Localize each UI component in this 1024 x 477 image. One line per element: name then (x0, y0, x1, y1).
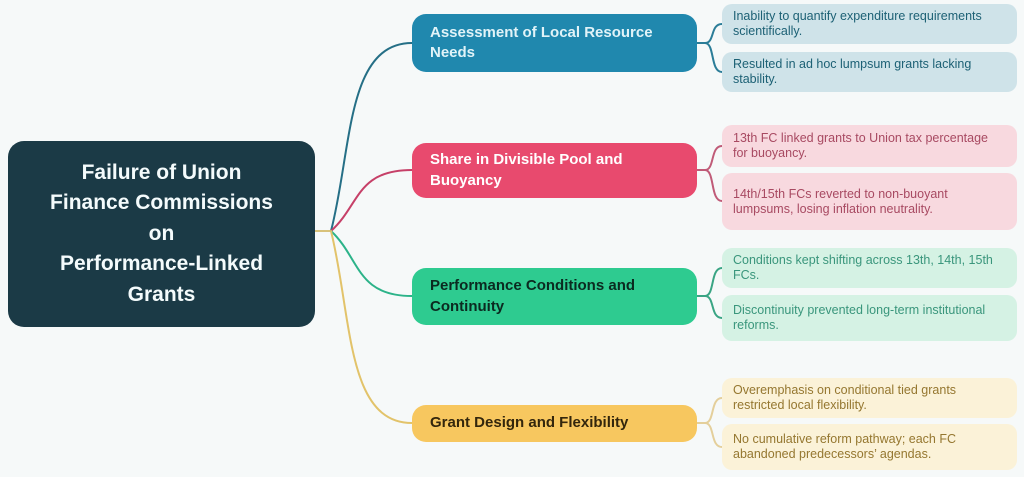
leaf-text: Discontinuity prevented long-term instit… (733, 303, 986, 332)
leaf-text: Resulted in ad hoc lumpsum grants lackin… (733, 57, 972, 86)
branch3-left-connector (330, 230, 413, 297)
leaf-text: Conditions kept shifting across 13th, 14… (733, 253, 993, 282)
leaf-node: No cumulative reform pathway; each FC ab… (722, 424, 1017, 470)
leaf-node: Resulted in ad hoc lumpsum grants lackin… (722, 52, 1017, 92)
branch-node-divisible-pool: Share in Divisible Pool and Buoyancy (412, 143, 697, 198)
branch-label: Grant Design and Flexibility (430, 414, 629, 432)
branch-node-grant-design: Grant Design and Flexibility (412, 405, 697, 442)
leaf-node: Inability to quantify expenditure requir… (722, 4, 1017, 44)
leaf-node: Overemphasis on conditional tied grants … (722, 378, 1017, 418)
central-title-line: Failure of Union (81, 160, 242, 184)
central-title-line: on (148, 221, 175, 245)
leaf-node: Conditions kept shifting across 13th, 14… (722, 248, 1017, 288)
branch2-leaf-connector (696, 145, 723, 202)
leaf-node: Discontinuity prevented long-term instit… (722, 295, 1017, 341)
central-title-line: Grants (127, 282, 196, 306)
branch-label: Share in Divisible Pool and Buoyancy (430, 151, 623, 189)
branch4-left-connector (330, 230, 413, 424)
leaf-text: Inability to quantify expenditure requir… (733, 9, 982, 38)
leaf-text: 13th FC linked grants to Union tax perce… (733, 131, 989, 160)
branch-label: Assessment of Local Resource Needs (430, 23, 653, 61)
leaf-text: Overemphasis on conditional tied grants … (733, 383, 957, 412)
branch-node-performance-conditions: Performance Conditions and Continuity (412, 268, 697, 325)
central-title-line: Performance-Linked (59, 252, 264, 276)
branch2-left-connector (330, 169, 413, 232)
branch-label: Performance Conditions and Continuity (430, 277, 636, 315)
branch3-leaf-connector (696, 267, 723, 319)
leaf-text: 14th/15th FCs reverted to non-buoyant lu… (733, 186, 948, 216)
leaf-node: 14th/15th FCs reverted to non-buoyant lu… (722, 173, 1017, 230)
leaf-node: 13th FC linked grants to Union tax perce… (722, 125, 1017, 167)
central-topic-node: Failure of Union Finance Commissions on … (8, 141, 315, 327)
central-title-line: Finance Commissions (50, 191, 273, 215)
branch-node-assessment: Assessment of Local Resource Needs (412, 14, 697, 72)
leaf-text: No cumulative reform pathway; each FC ab… (733, 432, 957, 461)
branch1-leaf-connector (696, 23, 723, 73)
branch4-leaf-connector (696, 397, 723, 448)
branch1-left-connector (330, 42, 413, 232)
